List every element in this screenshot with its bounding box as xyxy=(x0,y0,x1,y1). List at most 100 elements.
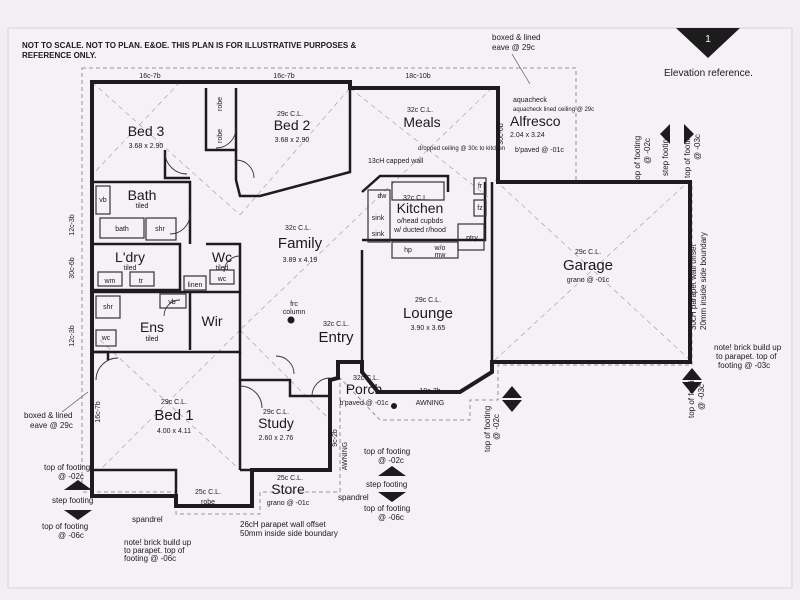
kitchen-hp: hp xyxy=(404,247,412,254)
ens-name: Ens xyxy=(140,319,164,335)
robe-label-lower: robe xyxy=(217,129,224,143)
kitchen-ceiling: 32c C.L. xyxy=(403,195,429,202)
robe2-name: robe xyxy=(201,499,215,506)
footing-markers xyxy=(64,124,702,520)
alfresco-ceiling-1: aquacheck xyxy=(513,97,547,104)
meals-name: Meals xyxy=(403,114,440,130)
entry-ceiling: 32c C.L. xyxy=(323,321,349,328)
note-footing-mid-4: @ -06c xyxy=(378,513,404,522)
kitchen-sink-1: sink xyxy=(372,215,385,222)
note-spandrel-left: spandrel xyxy=(132,515,163,524)
wc-wc: wc xyxy=(217,276,227,283)
alfresco-floor: b'paved @ -01c xyxy=(515,147,564,154)
kitchen-ducted: w/ ducted r/hood xyxy=(393,227,446,234)
note-spandrel-mid: spandrel xyxy=(338,493,369,502)
room-lounge: 29c C.L. Lounge 3.90 x 3.65 xyxy=(403,297,453,332)
room-meals: 32c C.L. Meals xyxy=(403,107,440,130)
dim-left-2: 30c-6b xyxy=(69,257,76,279)
note-eave-top-2: eave @ 29c xyxy=(492,43,535,52)
kitchen-fz: fz xyxy=(477,205,483,212)
disclaimer-line-2: REFERENCE ONLY. xyxy=(22,51,96,60)
kitchen-name: Kitchen xyxy=(397,200,444,216)
ldry-wm: wm xyxy=(104,278,116,285)
eave-outline xyxy=(81,67,693,515)
kitchen-mw: mw xyxy=(435,252,447,259)
note-brick-left-3: footing @ -06c xyxy=(124,554,176,563)
bath-tiled: tiled xyxy=(136,203,149,210)
bed1-ceiling: 29c C.L. xyxy=(161,399,187,406)
ens-vb: vb xyxy=(168,299,176,306)
note-eave-left-2: eave @ 29c xyxy=(30,421,73,430)
lounge-name: Lounge xyxy=(403,305,453,322)
note-footing-right-2: @ -03c xyxy=(697,384,706,410)
room-bed2: 29c C.L. Bed 2 3.68 x 2.90 xyxy=(274,111,311,144)
bath-vb: vb xyxy=(99,197,107,204)
alfresco-dims: 2.04 x 3.24 xyxy=(510,132,545,139)
note-footing-right-1: top of footing xyxy=(687,372,696,418)
footing-marker-icon xyxy=(660,124,694,144)
note-eave-top-1: boxed & lined xyxy=(492,33,540,42)
note-parapet-right-2: 20mm inside side boundary xyxy=(699,232,708,330)
note-parapet-bottom-2: 50mm inside side boundary xyxy=(240,529,338,538)
dim-top-2: 16c-7b xyxy=(273,73,295,80)
wc-name: Wc xyxy=(212,249,232,265)
roof-hip-lines xyxy=(91,81,691,471)
note-step-footing-mid: step footing xyxy=(366,480,407,489)
bed3-dims: 3.68 x 2.90 xyxy=(129,143,164,150)
note-parapet-bottom-1: 26cH parapet wall offset xyxy=(240,520,326,529)
kitchen-benches xyxy=(367,177,487,259)
room-study: 29c C.L. Study 2.60 x 2.76 xyxy=(258,409,294,442)
internal-walls xyxy=(92,88,494,496)
lounge-ceiling: 29c C.L. xyxy=(415,297,441,304)
study-dims: 2.60 x 2.76 xyxy=(259,435,294,442)
porch-ceiling: 32c C.L. xyxy=(353,375,379,382)
ens-shr: shr xyxy=(103,304,113,311)
elevation-label: Elevation reference. xyxy=(664,68,753,79)
ldry-name: L'dry xyxy=(115,249,145,265)
dimension-strings: 16c-7b 16c-7b 18c-10b 12c-3b 30c-6b 12c-… xyxy=(69,73,505,470)
room-kitchen: 13cH capped wall dropped ceiling @ 30c t… xyxy=(368,146,505,259)
frc-label: frc xyxy=(290,301,298,308)
note-footing-left-bot-1: top of footing xyxy=(42,522,88,531)
bath-shr: shr xyxy=(155,226,165,233)
room-laundry: L'dry tiled wm tr xyxy=(104,249,145,285)
note-footing-tr2-2: @ -03c xyxy=(693,134,702,160)
robe2-ceiling: 25c C.L. xyxy=(195,489,221,496)
ensuite-fixtures xyxy=(95,293,187,347)
door-swings xyxy=(95,127,331,409)
family-name: Family xyxy=(278,235,323,252)
kitchen-fr: fr xyxy=(478,183,483,190)
garage-ceiling: 29c C.L. xyxy=(575,249,601,256)
porch-awning-dim: 18c-7b xyxy=(419,388,441,395)
family-dims: 3.89 x 4.19 xyxy=(283,257,318,264)
footing-marker-icon xyxy=(378,466,406,502)
annotations: boxed & lined eave @ 29c boxed & lined e… xyxy=(24,33,782,563)
bed1-name: Bed 1 xyxy=(154,407,193,424)
bath-name: Bath xyxy=(128,187,157,203)
laundry-fixtures xyxy=(97,269,235,291)
alfresco-ceiling: aquacheck lined ceiling @ 29c xyxy=(513,107,594,113)
garage-name: Garage xyxy=(563,257,613,274)
kitchen-dropped: dropped ceiling @ 30c to kitchen xyxy=(418,146,505,152)
alfresco-name: Alfresco xyxy=(510,113,561,129)
note-brick-left-2: to parapet. top of xyxy=(124,546,185,555)
linen-label: linen xyxy=(188,282,203,289)
footing-marker-icon xyxy=(64,480,92,520)
ens-wc: wc xyxy=(101,335,111,342)
room-alfresco: aquacheck aquacheck lined ceiling @ 29c … xyxy=(510,97,594,154)
room-robe-bed1: 25c C.L. robe xyxy=(195,489,221,506)
dim-awning-side: AWNING xyxy=(342,442,349,471)
bed2-dims: 3.68 x 2.90 xyxy=(275,137,310,144)
note-footing-tr1-1: top of footing xyxy=(633,136,642,182)
study-ceiling: 29c C.L. xyxy=(263,409,289,416)
room-porch: 32c C.L. Porch b'paved @ -01c 18c-7b AWN… xyxy=(340,375,445,407)
room-family: 32c C.L. Family 3.89 x 4.19 xyxy=(278,225,323,264)
porch-name: Porch xyxy=(346,381,383,397)
room-bed3: Bed 3 3.68 x 2.90 xyxy=(128,123,165,150)
store-floor: grano @ -01c xyxy=(267,500,310,507)
note-footing-mid-2: @ -02c xyxy=(378,456,404,465)
lounge-dims: 3.90 x 3.65 xyxy=(411,325,446,332)
kitchen-dw: dw xyxy=(378,193,388,200)
entry-name: Entry xyxy=(318,329,354,346)
